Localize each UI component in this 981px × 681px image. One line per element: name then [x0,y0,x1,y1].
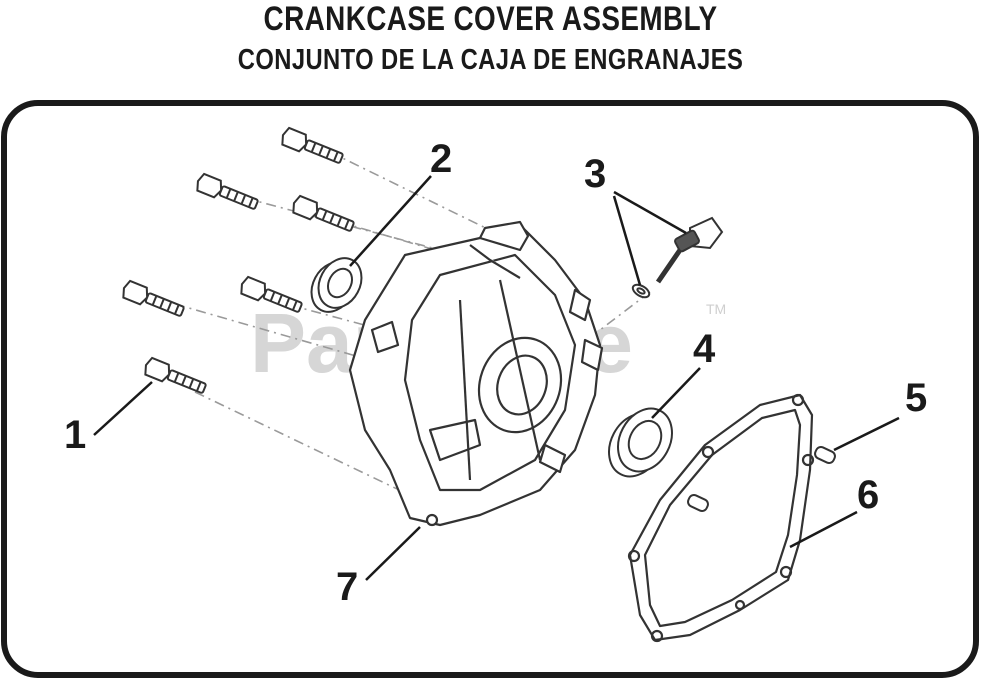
oil-seal [310,257,363,313]
bolts [122,126,355,394]
callout-7: 7 [336,565,358,609]
leader-lines [93,175,900,581]
diagram-title: CRANKCASE COVER ASSEMBLY [263,0,718,38]
dowel-pins [687,445,836,513]
bearing [608,407,673,478]
diagram-frame [1,100,979,678]
callout-2: 2 [430,137,452,181]
gasket [627,393,815,643]
callout-3: 3 [584,152,606,196]
callout-1: 1 [64,413,86,457]
watermark-trademark: TM [706,301,726,317]
callout-6: 6 [857,473,879,517]
callout-4: 4 [693,327,716,371]
callout-5: 5 [905,376,927,420]
diagram-subtitle: CONJUNTO DE LA CAJA DE ENGRANAJES [237,44,744,76]
oil-fill-plug [631,216,724,299]
crankcase-cover [348,220,604,527]
